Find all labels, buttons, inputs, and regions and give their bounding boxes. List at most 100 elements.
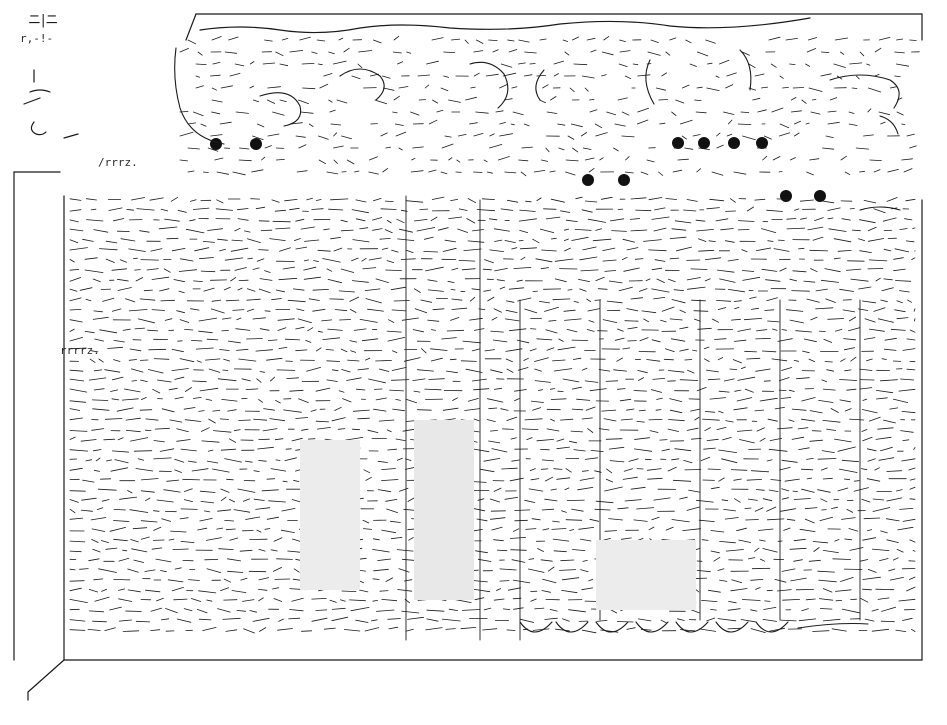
texture-stroke (427, 289, 444, 292)
texture-stroke (488, 407, 498, 410)
left-figures (23, 69, 79, 139)
texture-stroke (473, 388, 490, 391)
texture-stroke (442, 407, 459, 411)
texture-stroke (861, 409, 878, 414)
texture-stroke (906, 586, 916, 592)
texture-stroke (550, 198, 565, 203)
texture-stroke (676, 246, 692, 252)
texture-stroke (378, 419, 395, 422)
texture-stroke (579, 256, 598, 261)
texture-stroke (878, 111, 890, 116)
texture-stroke (647, 477, 663, 480)
texture-stroke (708, 378, 721, 381)
texture-stroke (372, 217, 383, 221)
texture-stroke (668, 419, 685, 422)
texture-stroke (878, 318, 894, 323)
texture-stroke (289, 389, 304, 392)
texture-stroke (80, 509, 93, 512)
texture-stroke (463, 248, 482, 252)
texture-stroke (104, 369, 121, 373)
texture-stroke (872, 498, 885, 501)
texture-stroke (179, 159, 188, 162)
texture-stroke (386, 219, 392, 224)
texture-stroke (622, 476, 638, 480)
texture-stroke (99, 329, 118, 334)
texture-stroke (542, 84, 549, 89)
texture-stroke (567, 135, 575, 140)
texture-stroke (658, 99, 669, 101)
texture-stroke (246, 298, 261, 301)
texture-stroke (457, 228, 469, 233)
texture-stroke (888, 568, 896, 572)
texture-stroke (867, 238, 885, 242)
texture-stroke (570, 123, 583, 128)
texture-stroke (895, 63, 910, 67)
texture-stroke (779, 132, 791, 137)
texture-stroke (550, 418, 556, 422)
texture-stroke (160, 570, 167, 573)
texture-stroke (424, 84, 430, 89)
texture-stroke (690, 408, 701, 412)
texture-stroke (908, 467, 916, 471)
texture-stroke (491, 526, 503, 531)
texture-stroke (901, 158, 913, 161)
texture-stroke (326, 360, 341, 362)
texture-stroke (235, 111, 249, 114)
texture-stroke (489, 517, 506, 520)
texture-stroke (333, 132, 338, 137)
texture-stroke (650, 389, 662, 393)
texture-stroke (97, 488, 117, 491)
texture-stroke (372, 39, 382, 44)
texture-stroke (499, 83, 509, 89)
texture-stroke (895, 280, 912, 282)
texture-stroke (276, 558, 293, 560)
texture-stroke (93, 578, 104, 581)
texture-stroke (582, 367, 588, 371)
texture-stroke (725, 420, 734, 423)
texture-stroke (654, 207, 666, 211)
texture-stroke (499, 286, 506, 290)
texture-stroke (744, 388, 754, 393)
texture-stroke (227, 409, 237, 412)
texture-stroke (740, 111, 750, 113)
texture-stroke (858, 286, 872, 290)
texture-stroke (595, 276, 605, 282)
eye-dot (814, 190, 826, 202)
texture-stroke (227, 570, 244, 573)
texture-stroke (86, 219, 104, 222)
texture-stroke (706, 617, 716, 622)
texture-stroke (812, 99, 817, 101)
texture-stroke (801, 99, 807, 104)
texture-stroke (362, 528, 373, 530)
texture-stroke (199, 518, 213, 522)
texture-stroke (791, 290, 810, 292)
texture-stroke (728, 601, 737, 604)
texture-stroke (496, 549, 508, 552)
texture-stroke (396, 549, 414, 552)
texture-stroke (69, 436, 76, 440)
texture-stroke (355, 619, 369, 623)
texture-stroke (100, 540, 109, 543)
texture-stroke (831, 506, 838, 510)
texture-stroke (578, 527, 595, 530)
texture-stroke (137, 458, 145, 461)
shaded-block (596, 540, 696, 610)
texture-stroke (793, 359, 799, 362)
texture-stroke (440, 87, 449, 92)
texture-stroke (224, 520, 235, 522)
texture-stroke (84, 330, 95, 334)
texture-stroke (582, 629, 597, 634)
texture-stroke (843, 338, 856, 341)
texture-stroke (573, 357, 582, 360)
texture-stroke (284, 457, 297, 462)
texture-stroke (69, 580, 85, 582)
texture-stroke (127, 490, 133, 494)
texture-stroke (85, 298, 92, 302)
texture-stroke (556, 446, 570, 450)
texture-stroke (295, 326, 305, 330)
texture-stroke (469, 317, 483, 321)
texture-stroke (744, 350, 757, 353)
texture-stroke (291, 499, 302, 503)
texture-stroke (449, 358, 457, 361)
texture-stroke (393, 35, 400, 41)
